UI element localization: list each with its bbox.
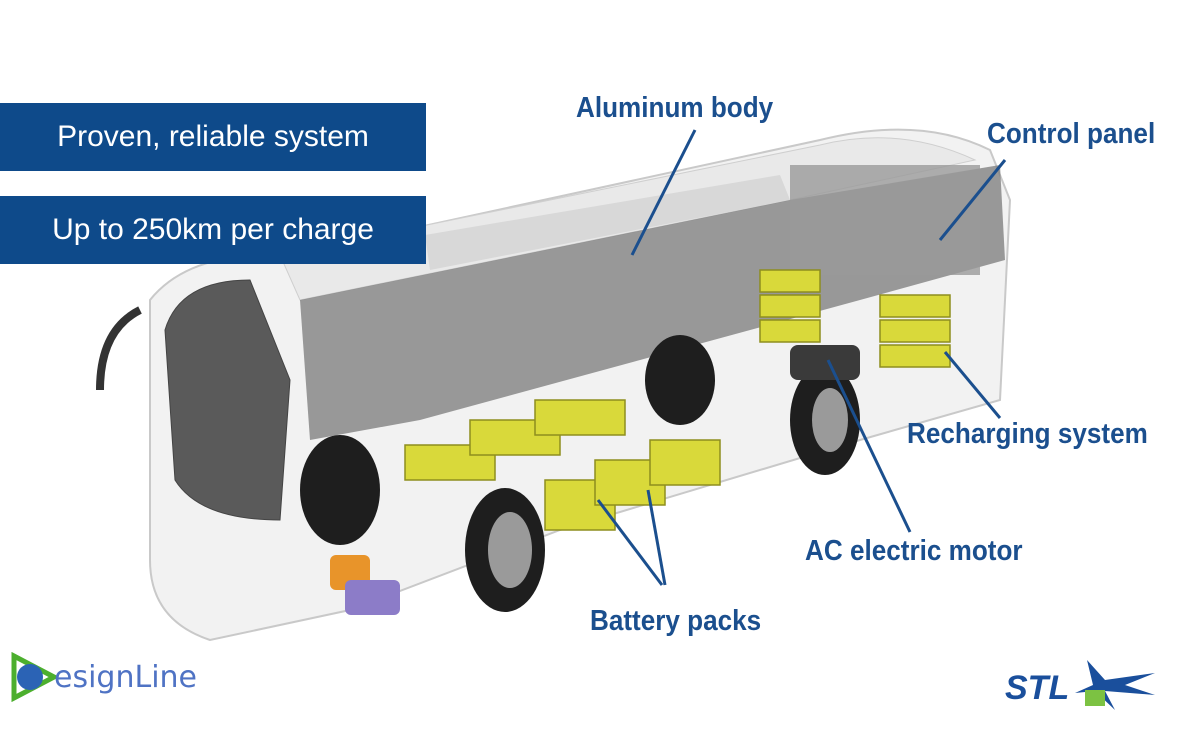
- label-ac-motor: AC electric motor: [805, 535, 1023, 567]
- front-windshield: [164, 279, 291, 521]
- globe-icon: [11, 652, 58, 702]
- battery-packs-graphic: [404, 269, 951, 531]
- mirror: [96, 306, 142, 391]
- leader-lines: [596, 129, 1007, 586]
- roof-ac-unit: [425, 175, 790, 270]
- control-panel-box: [790, 165, 980, 275]
- label-battery-packs: Battery packs: [590, 605, 762, 637]
- wheels: [300, 335, 860, 612]
- label-control-panel: Control panel: [987, 118, 1156, 150]
- label-recharging-system: Recharging system: [907, 418, 1148, 450]
- banner-range: Up to 250km per charge: [0, 196, 426, 264]
- banner-proven-system: Proven, reliable system: [0, 103, 426, 171]
- designline-logo: esignLine: [8, 652, 197, 702]
- ac-motor-graphic: [790, 345, 860, 380]
- label-aluminum-body: Aluminum body: [576, 92, 774, 124]
- stl-cross-icon: [1075, 660, 1155, 710]
- designline-text: esignLine: [54, 659, 197, 695]
- stl-text: STL: [1005, 669, 1070, 707]
- front-motor-purple: [345, 580, 400, 615]
